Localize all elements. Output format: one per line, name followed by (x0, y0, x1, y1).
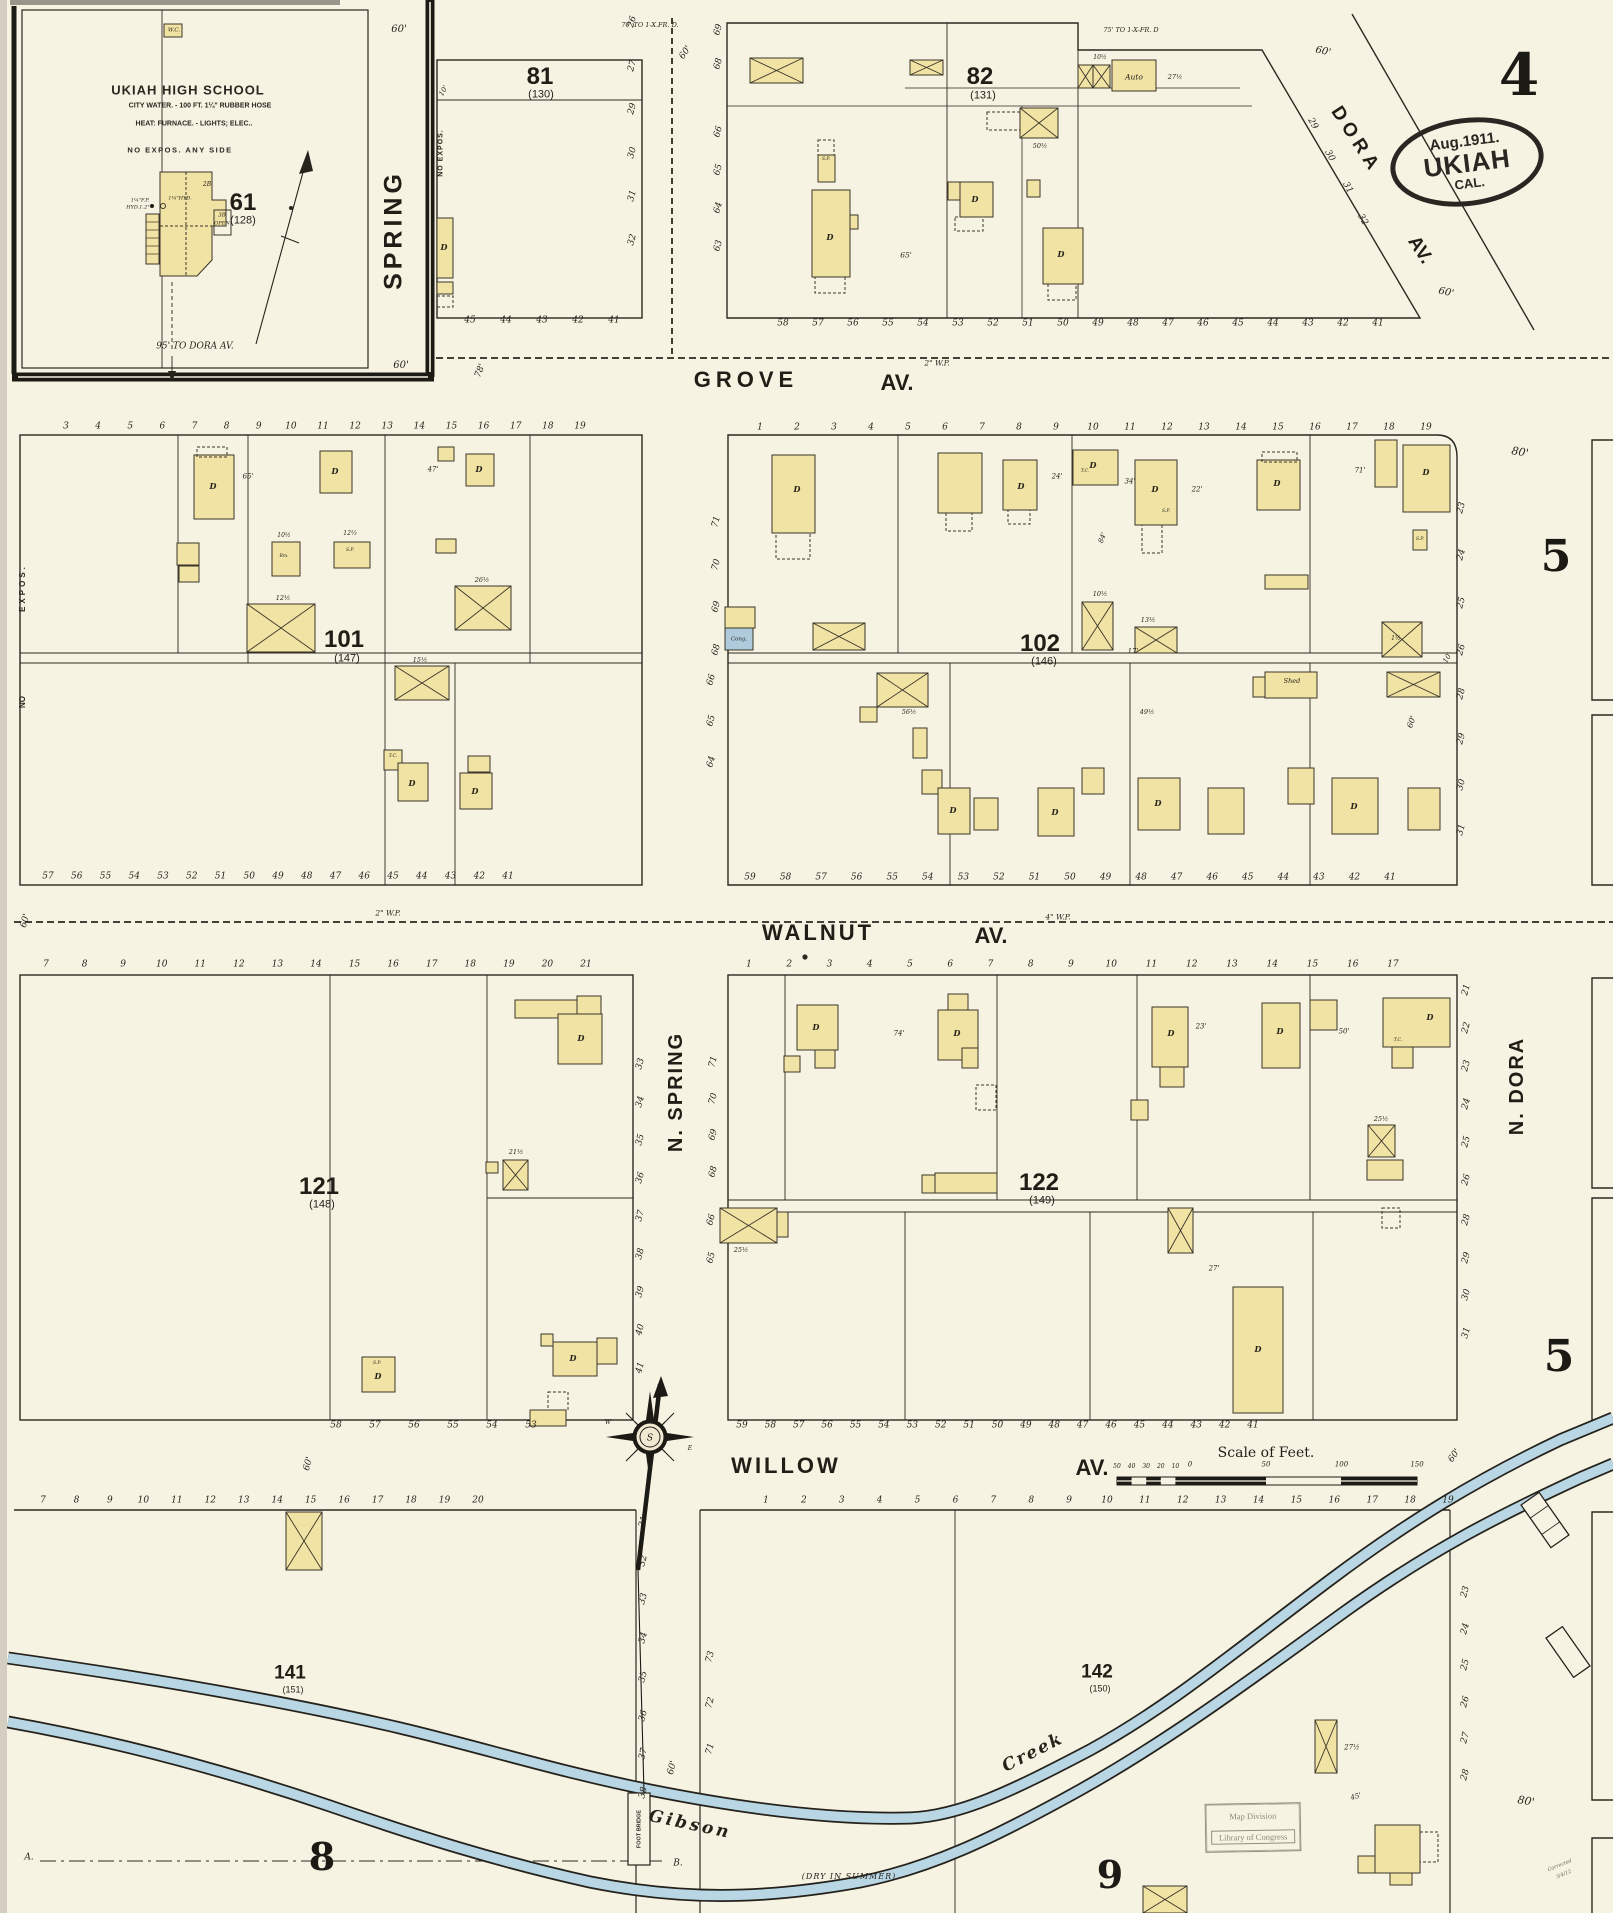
road-bridge (1520, 1491, 1570, 1549)
page-gutter-shadow (0, 0, 7, 1913)
bridges (627, 1491, 1591, 1866)
school-building (145, 171, 232, 277)
loc-stamp-line1: Map Division (1229, 1810, 1277, 1822)
stamp-state: CAL. (1453, 174, 1486, 193)
hydrant-icon (150, 204, 154, 208)
wc-outbuilding (163, 23, 183, 38)
auto-garage-building (1111, 59, 1157, 92)
gibson-creek (6, 1411, 1613, 1902)
buildings (145, 23, 1451, 1913)
congregational-church-building (724, 627, 754, 651)
scale-bar-ruler (1116, 1476, 1418, 1486)
foot-bridge (627, 1792, 651, 1866)
compass-rose-icon: S (606, 1391, 694, 1483)
road-bridge (1545, 1625, 1591, 1679)
street-and-block-lines (11, 0, 1613, 1913)
loc-stamp-line2: Library of Congress (1211, 1829, 1296, 1845)
svg-text:S: S (647, 1434, 653, 1444)
north-arrow (168, 150, 313, 382)
library-of-congress-stamp: Map Division Library of Congress (1204, 1802, 1302, 1853)
walnut-av-dot (802, 954, 808, 960)
survey-needle (635, 1376, 668, 1793)
shed-building (1264, 671, 1318, 699)
